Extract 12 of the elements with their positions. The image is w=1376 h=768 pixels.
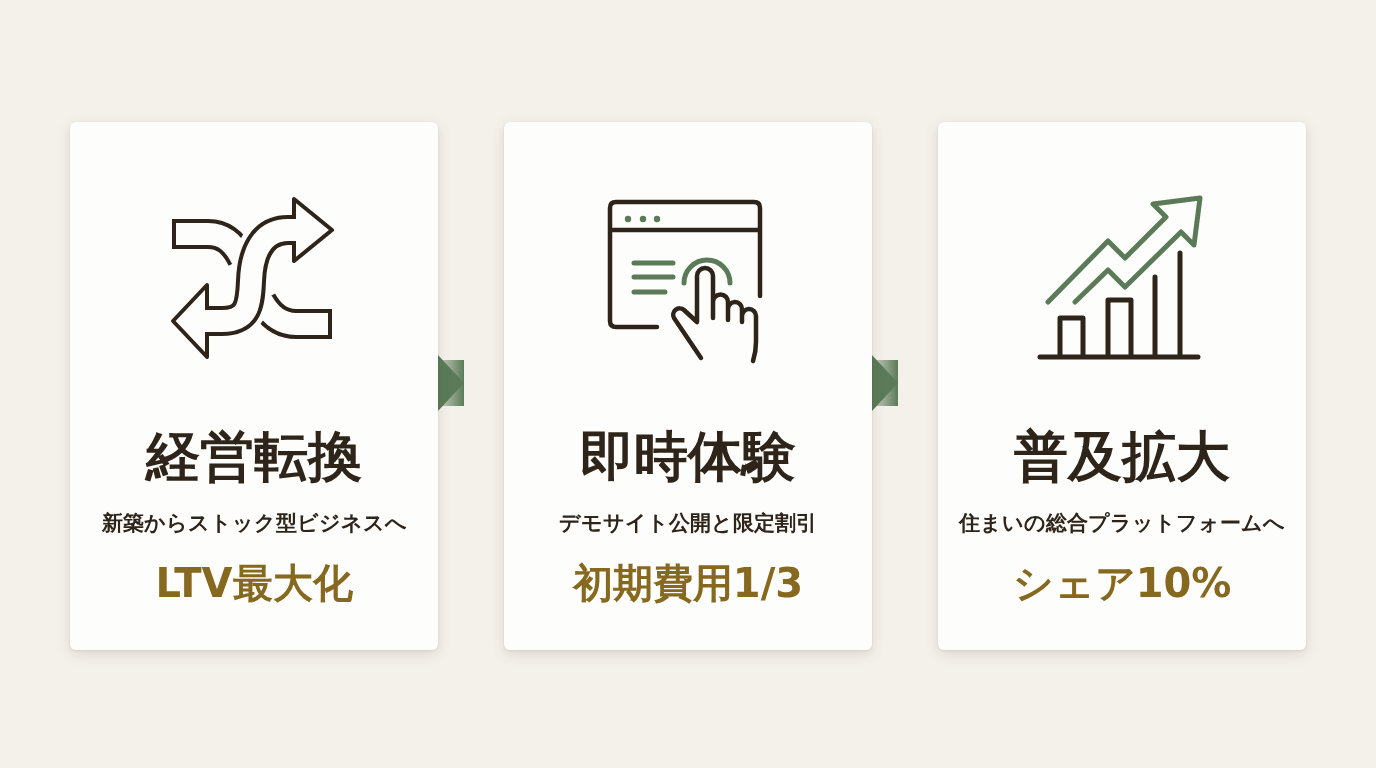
card-subtitle: 住まいの総合プラットフォームへ	[959, 510, 1285, 536]
card-subtitle: 新築からストック型ビジネスへ	[101, 510, 407, 536]
step-card	[70, 122, 438, 650]
metric-value: シェア10%	[1012, 559, 1232, 607]
card-subtitle: デモサイト公開と限定割引	[559, 510, 817, 536]
card-title: 即時体験	[580, 424, 796, 488]
step-card	[504, 122, 872, 650]
step-card	[938, 122, 1306, 650]
card-title: 経営転換	[146, 424, 362, 488]
card-title: 普及拡大	[1014, 424, 1230, 488]
metric-value: LTV最大化	[155, 559, 353, 607]
metric-value: 初期費用1/3	[572, 559, 804, 607]
